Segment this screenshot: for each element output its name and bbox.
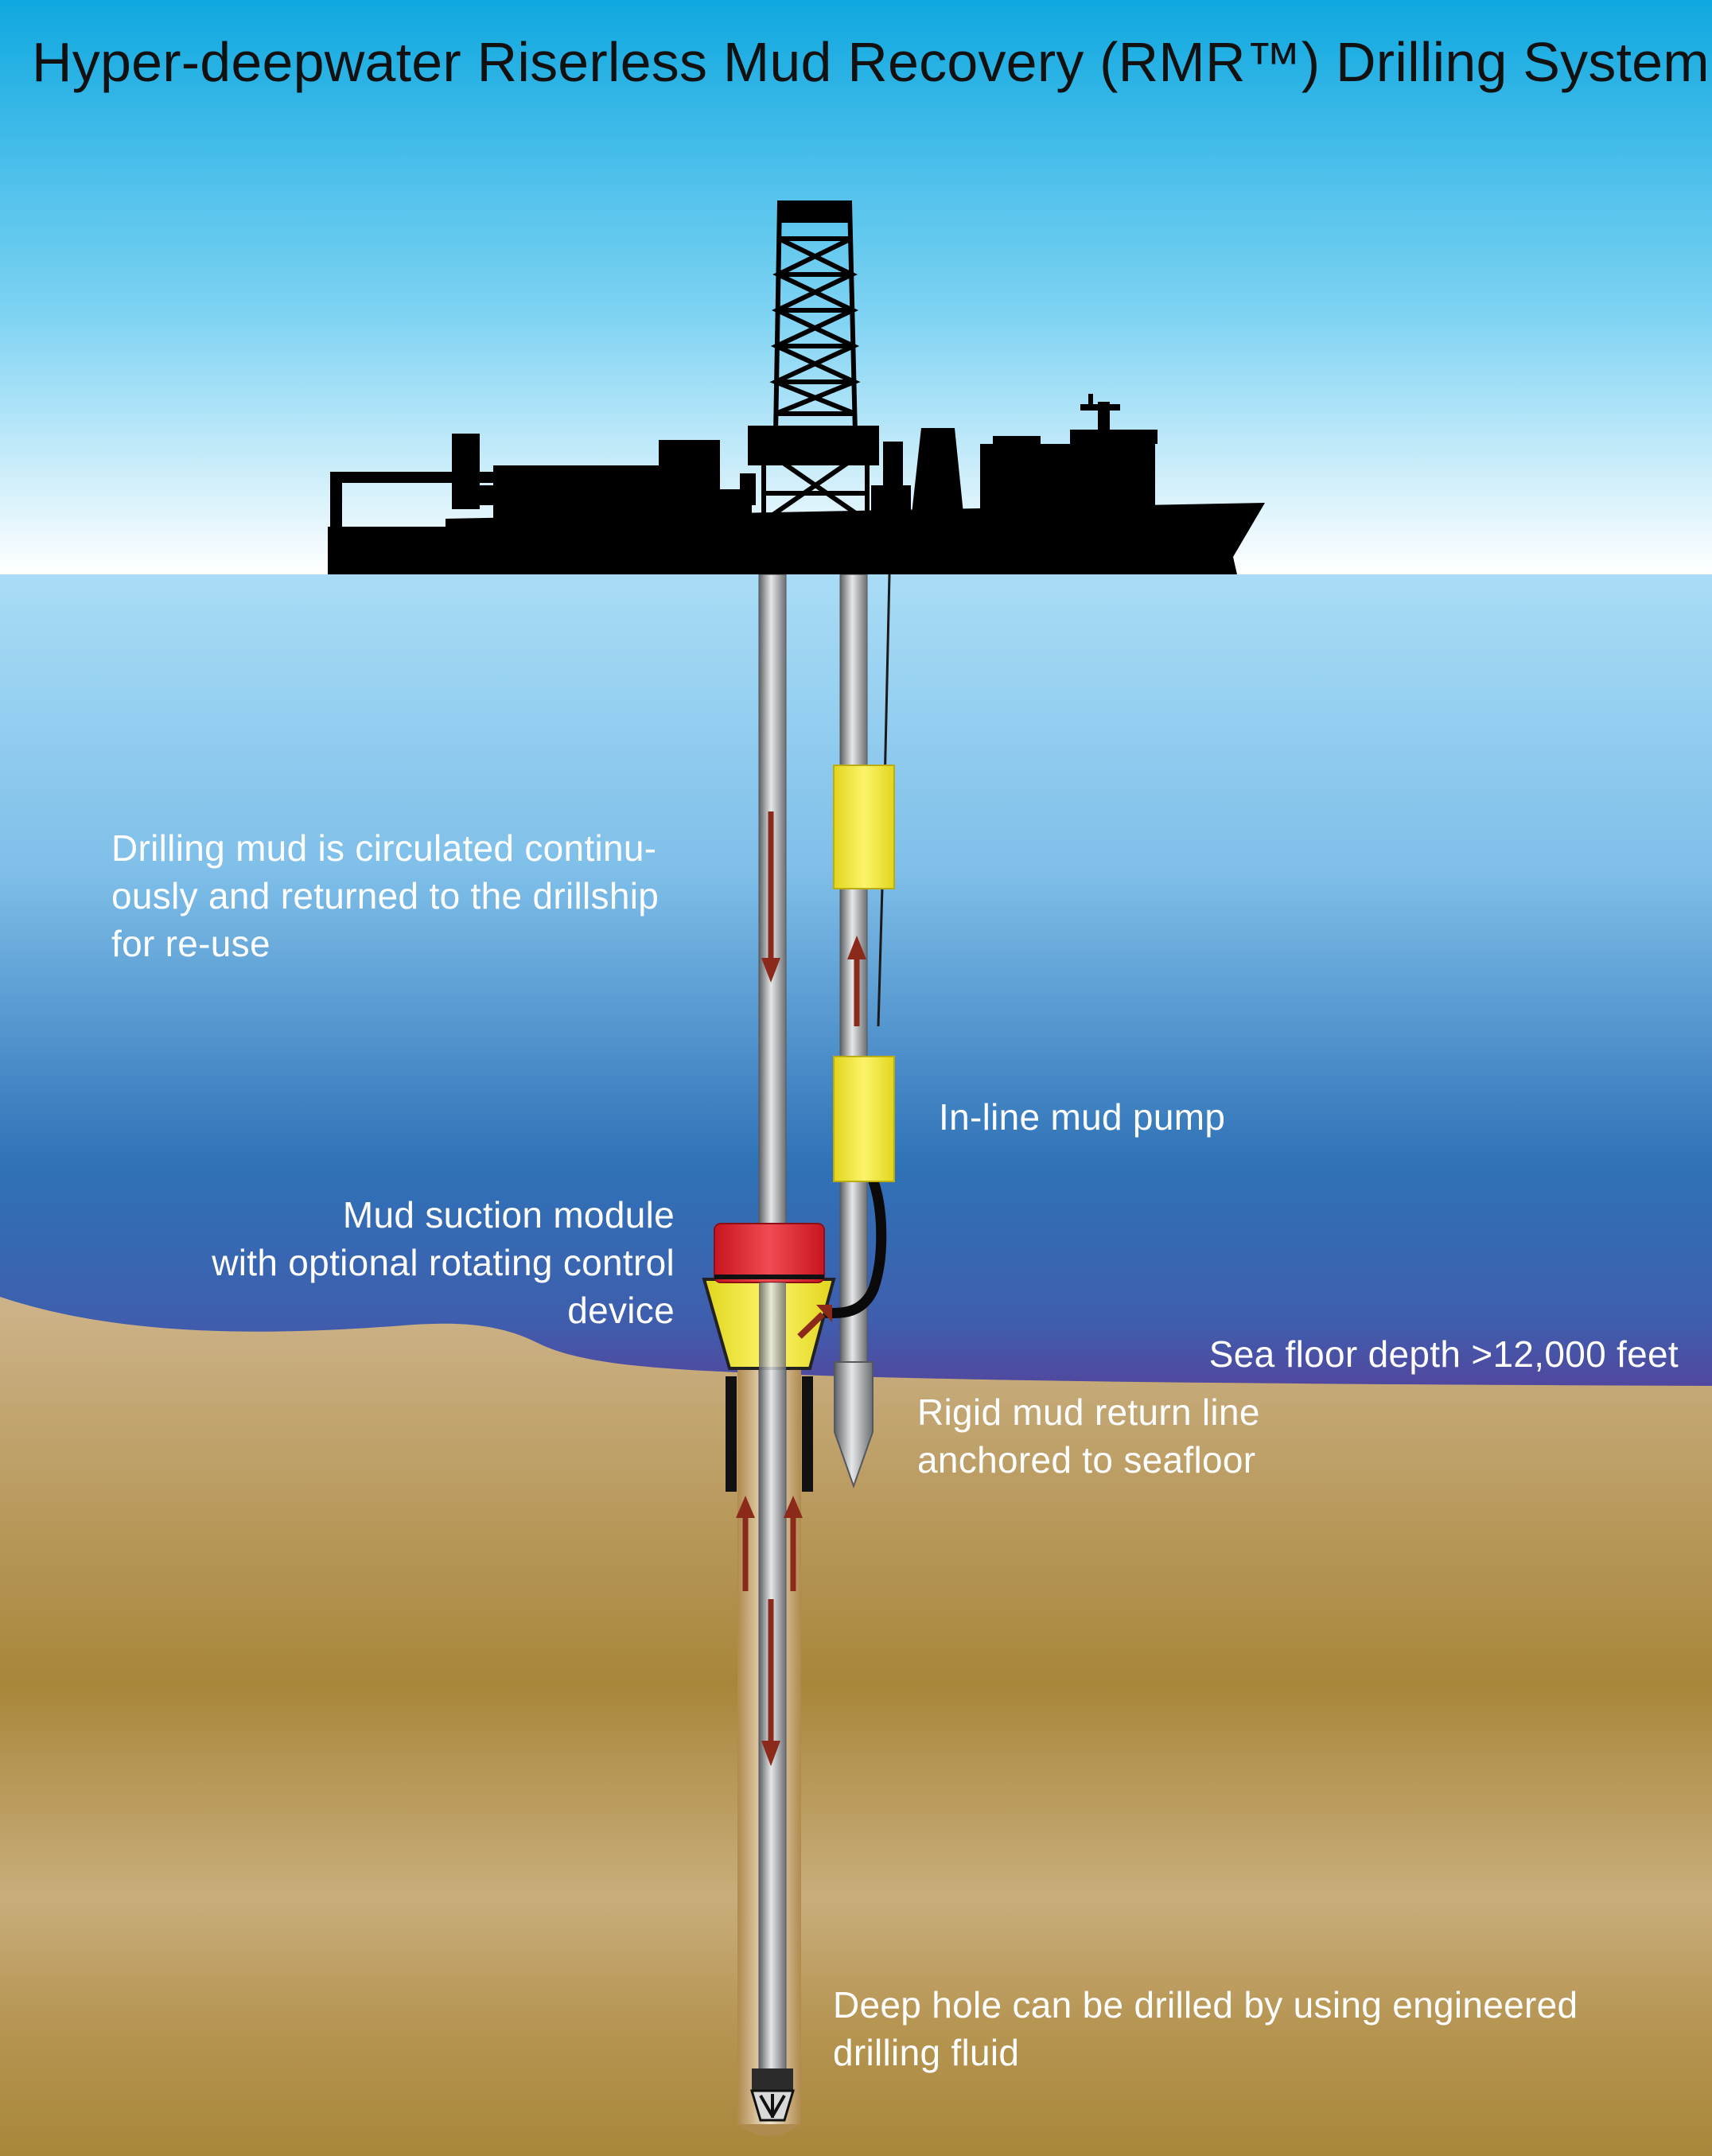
- label-mud-pump: In-line mud pump: [939, 1093, 1225, 1141]
- label-return-line: Rigid mud return line anchored to seaflo…: [917, 1388, 1260, 1484]
- arrow-up-returnline: [847, 936, 866, 1026]
- casing-left: [726, 1376, 737, 1492]
- flow-arrows: [736, 811, 866, 1766]
- label-circulation-line1: Drilling mud is circulated continu-: [111, 827, 657, 869]
- label-mud-pump-line1: In-line mud pump: [939, 1096, 1226, 1138]
- arrow-suction-return: [797, 1305, 832, 1339]
- label-return-line-line2: anchored to seafloor: [917, 1439, 1256, 1481]
- mud-return-line: [839, 574, 868, 1371]
- arrow-up-annulus-left: [736, 1496, 755, 1591]
- mud-pump-upper: [833, 765, 895, 889]
- label-suction-module-line2: with optional rotating control: [212, 1242, 675, 1283]
- drill-bit: [749, 2068, 796, 2122]
- borehole-bottom: [737, 2124, 801, 2136]
- mud-pump-lower: [833, 1056, 895, 1182]
- label-suction-module: Mud suction module with optional rotatin…: [159, 1191, 675, 1334]
- page-title: Hyper-deepwater Riserless Mud Recovery (…: [32, 31, 1710, 93]
- seabed: [0, 1297, 1712, 2156]
- casing-right: [802, 1376, 813, 1492]
- drill-string-through-module: [759, 1282, 786, 1370]
- suction-module-red: [714, 1223, 825, 1283]
- label-circulation: Drilling mud is circulated continu- ousl…: [111, 824, 659, 967]
- drillship: [328, 200, 1265, 574]
- label-deep-hole: Deep hole can be drilled by using engine…: [833, 1981, 1578, 2076]
- label-circulation-line3: for re-use: [111, 923, 270, 964]
- label-deep-hole-line1: Deep hole can be drilled by using engine…: [833, 1984, 1578, 2026]
- arrow-up-annulus-right: [784, 1496, 803, 1591]
- label-sea-floor-line1: Sea floor depth >12,000 feet: [1208, 1333, 1679, 1375]
- sky: [0, 0, 1712, 574]
- label-deep-hole-line2: drilling fluid: [833, 2032, 1020, 2073]
- pump-power-hose: [819, 1176, 887, 1319]
- label-sea-floor: Sea floor depth >12,000 feet: [1114, 1330, 1679, 1378]
- derrick: [761, 200, 870, 525]
- return-line-anchor: [834, 1361, 874, 1489]
- label-return-line-line1: Rigid mud return line: [917, 1391, 1260, 1433]
- arrow-down-lower: [761, 1599, 780, 1766]
- arrow-down-drillstring: [761, 811, 780, 983]
- label-circulation-line2: ously and returned to the drillship: [111, 875, 660, 916]
- label-suction-module-line3: device: [567, 1290, 675, 1331]
- label-suction-module-line1: Mud suction module: [342, 1194, 675, 1236]
